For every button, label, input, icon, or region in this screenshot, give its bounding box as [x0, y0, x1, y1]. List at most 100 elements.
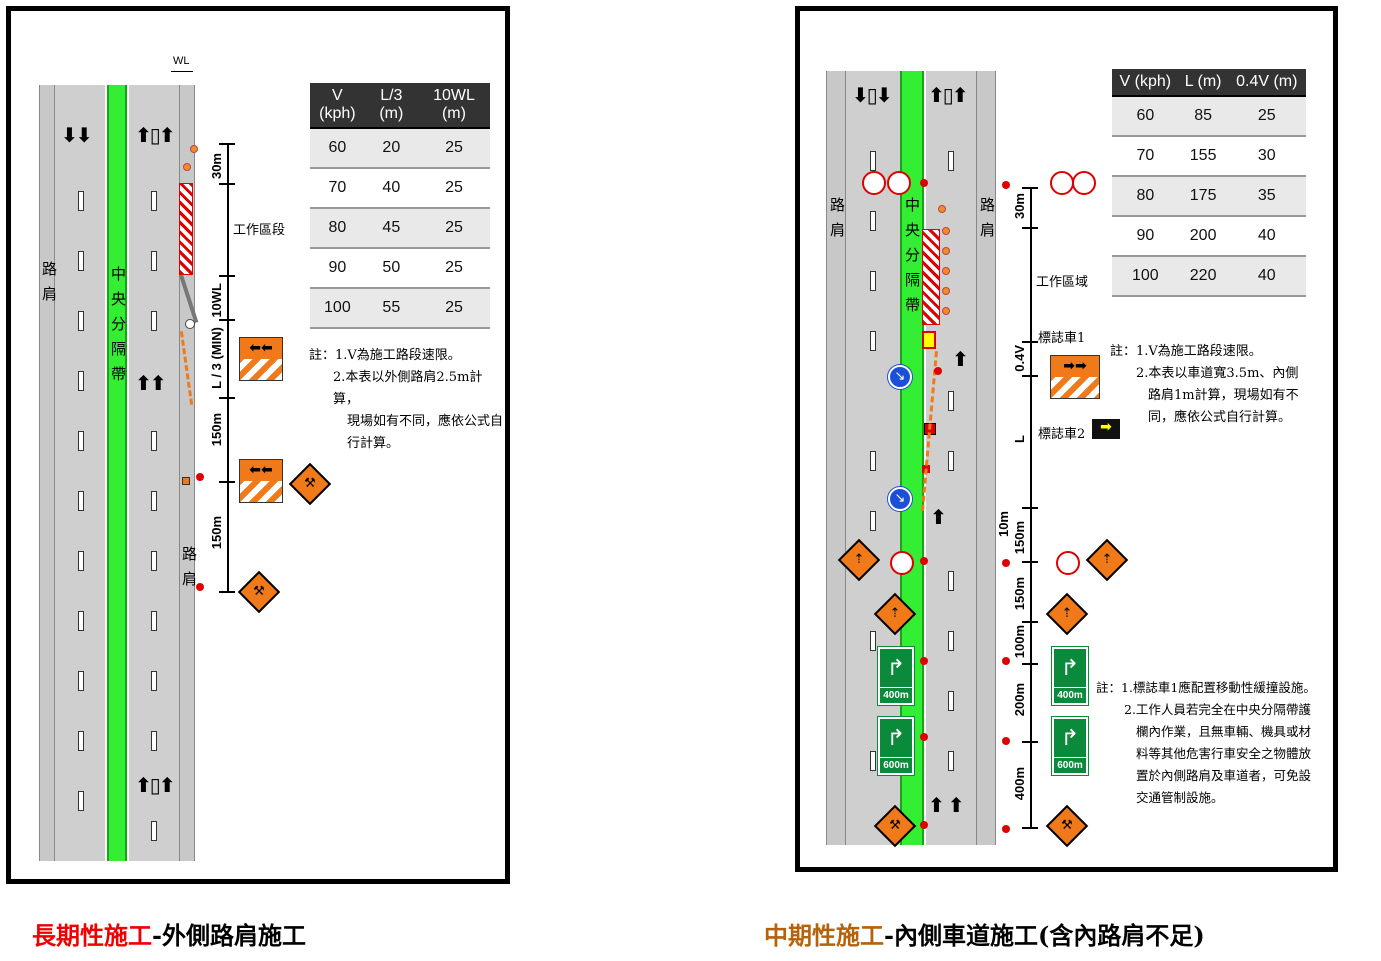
caption-right: 中期性施工-內側車道施工(含內路肩不足) [764, 916, 1205, 951]
dim-150m: 150m [209, 413, 224, 447]
lane-dash [870, 331, 876, 351]
dimension-tick [1022, 827, 1038, 829]
shoulder-label: 路肩 [828, 197, 846, 247]
cone-icon [942, 287, 950, 295]
lane-dash [948, 391, 954, 411]
dimension-tick [1022, 621, 1038, 623]
lane-dash [948, 691, 954, 711]
lane-dash [151, 671, 157, 691]
arrow-board-icon: ⬅⬅ [239, 337, 283, 381]
cone-icon [183, 163, 191, 171]
cone-icon [942, 267, 950, 275]
no-entry-sign-icon [890, 551, 914, 575]
lane-dash [870, 631, 876, 651]
distance-sign-label: 600m [880, 757, 912, 773]
dim-30m: 30m [209, 153, 224, 180]
work-zone-label: 工作區段 [233, 223, 286, 238]
dimension-tick [1022, 187, 1038, 189]
table-cell: 25 [417, 248, 490, 289]
lane-dash [948, 151, 954, 171]
lane-dash [151, 251, 157, 271]
caption-left-rest: -外側路肩施工 [152, 921, 306, 950]
table-cell: 25 [417, 168, 490, 209]
median-strip [107, 85, 127, 861]
median-label: 中央分隔帶 [903, 197, 921, 322]
lane-dash [151, 431, 157, 451]
dim-l: L [1012, 435, 1027, 443]
lane-dash [870, 751, 876, 771]
note-line: 同，應依公式自行計算。 [1148, 410, 1292, 425]
table-cell: 220 [1178, 256, 1228, 297]
table-cell: 85 [1178, 96, 1228, 137]
note-line: 欄內作業，且無車輛、機具或材 [1136, 724, 1312, 739]
note-line: 註：1.標誌車1應配置移動性緩撞設施。 [1096, 680, 1316, 695]
table-header: L (m) [1178, 69, 1228, 97]
marker-icon [182, 477, 190, 485]
dimension-line [227, 143, 229, 593]
table-cell: 70 [1112, 136, 1179, 177]
lane-dash [870, 271, 876, 291]
arrow-board-icon: ⬅⬅ [239, 459, 283, 503]
notes-2: 註：1.標誌車1應配置移動性緩撞設施。 2.工作人員若完全在中央分隔帶護 欄內作… [1096, 677, 1316, 809]
light-dot [920, 557, 928, 565]
wl-dimension [171, 71, 193, 72]
lane-dash [948, 751, 954, 771]
table-row: 90 200 40 [1112, 216, 1306, 257]
table-row: 70 155 30 [1112, 136, 1306, 177]
dimension-tick [219, 397, 235, 399]
table-row: 60 20 25 [310, 128, 490, 169]
light-dot [1002, 181, 1010, 189]
note-line: 註：1.V為施工路段速限。 [1110, 344, 1262, 359]
median-label: 中央分隔帶 [109, 266, 127, 391]
table-row: 100 55 25 [310, 288, 490, 329]
no-entry-sign-icon [1050, 171, 1074, 195]
spec-table: V (kph) L (m) 0.4V (m) 60 85 25 70 155 3… [1112, 69, 1306, 297]
distance-sign-600m: ↱600m [878, 717, 914, 775]
road-work-sign-icon: ⚒ [288, 462, 332, 506]
note-line: 路肩1m計算，現場如有不 [1148, 388, 1299, 403]
table-cell: 30 [1227, 136, 1306, 177]
lane-dash [870, 151, 876, 171]
work-zone-hatch [922, 229, 940, 325]
distance-sign-label: 400m [1054, 687, 1086, 703]
note-line: 交通管制設施。 [1136, 790, 1224, 805]
note-line: 2.本表以外側路肩2.5m計算， [333, 370, 483, 407]
table-row: 90 50 25 [310, 248, 490, 289]
notes: 註：1.V為施工路段速限。 2.本表以外側路肩2.5m計算， 現場如有不同，應依… [309, 345, 505, 455]
up-arrows-icon: ⬆▯⬆ [135, 773, 176, 797]
table-cell: 175 [1178, 176, 1228, 217]
distance-sign-label: 400m [880, 687, 912, 703]
table-row: 80 175 35 [1112, 176, 1306, 217]
lane-dash [78, 551, 84, 571]
table-row: 100 220 40 [1112, 256, 1306, 297]
sign-vehicle-2-icon [924, 423, 936, 435]
left-inner-shoulder [39, 85, 55, 861]
road-work-sign-icon: ⚒ [237, 570, 281, 614]
dim-30m: 30m [1012, 193, 1027, 220]
table-cell: 45 [364, 208, 418, 249]
cone-icon [942, 307, 950, 315]
dimension-tick [1022, 341, 1038, 343]
table-cell: 155 [1178, 136, 1228, 177]
table-row: 80 45 25 [310, 208, 490, 249]
no-entry-sign-icon [1056, 551, 1080, 575]
lane-closed-sign-icon: ⇡ [1085, 538, 1129, 582]
table-header: 0.4V (m) [1227, 69, 1306, 97]
note-line: 料等其他危害行車安全之物體放 [1136, 746, 1312, 761]
dim-04v: 0.4V [1012, 345, 1027, 372]
lane-dash [151, 731, 157, 751]
dim-10m: 10m [996, 511, 1011, 538]
cone-icon [942, 247, 950, 255]
marker-icon [922, 465, 930, 473]
distance-sign-label: 600m [1054, 757, 1086, 773]
wl-label: WL [173, 55, 190, 67]
notes: 註：1.V為施工路段速限。 2.本表以車道寬3.5m、內側 路肩1m計算，現場如… [1110, 341, 1299, 429]
lane-dash [151, 491, 157, 511]
down-arrows-icon: ⬇⬇ [61, 123, 92, 147]
dim-150m: 150m [1012, 577, 1027, 611]
dim-l3: L / 3 (MIN) [209, 327, 224, 389]
cone-icon [938, 205, 946, 213]
table-cell: 100 [1112, 256, 1179, 297]
keep-right-sign-icon: ↘ [888, 487, 912, 511]
dim-400m: 400m [1012, 767, 1027, 801]
